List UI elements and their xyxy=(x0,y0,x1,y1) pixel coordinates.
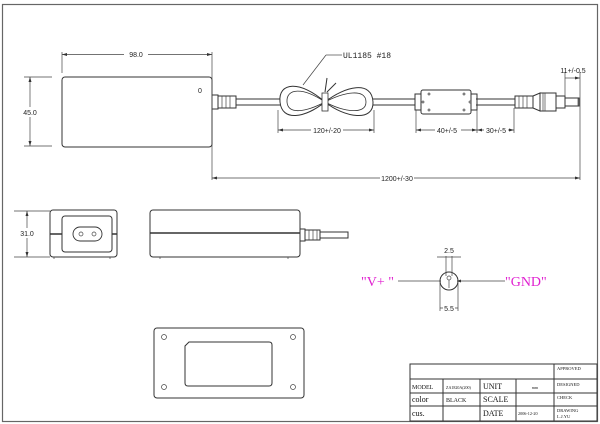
model-value: ZA1820A(200) xyxy=(446,385,472,390)
dimension-ferrite: 40+/-5 30+/-5 xyxy=(415,108,515,135)
dim-label-top-width: 98.0 xyxy=(129,52,143,59)
dc-plug xyxy=(514,92,580,112)
dim-label-top-height: 45.0 xyxy=(23,110,37,117)
cable-spec-label: UL1185 #18 xyxy=(343,52,391,61)
adapter-bottom-view xyxy=(153,327,305,399)
c8-socket-icon xyxy=(72,226,103,242)
dimension-cable-loop: 120+/-20 xyxy=(277,110,375,135)
dimension-side-height: 31.0 xyxy=(14,210,50,258)
dim-label-plug-inner: 2.5 xyxy=(444,248,454,255)
dim-label-cable-total: 1200+/-30 xyxy=(381,176,413,183)
drawing-value: L.J.YU xyxy=(557,414,571,419)
drawing-frame xyxy=(1,3,599,423)
customer-label: cus. xyxy=(412,409,425,418)
dim-label-ferrite-offset: 30+/-5 xyxy=(486,128,506,135)
cable-callout: UL1185 #18 xyxy=(302,52,391,86)
dim-label-side-height: 31.0 xyxy=(20,231,34,238)
plug-polarity-diagram: 2.5 5.5 "V+ " "GND" xyxy=(361,248,547,313)
color-value: BLACK xyxy=(446,398,467,404)
dim-label-cable-loop: 120+/-20 xyxy=(313,128,341,135)
approved-label: APPROVED xyxy=(557,366,582,371)
dimension-plug: 11+/-0.5 xyxy=(560,68,586,180)
date-value: 2006-12-20 xyxy=(518,411,538,416)
polarity-positive-label: "V+ " xyxy=(361,275,394,290)
model-label: MODEL xyxy=(412,385,434,391)
unit-value: mm xyxy=(532,385,539,390)
dim-label-plug-length: 11+/-0.5 xyxy=(560,68,585,75)
title-block: APPROVED MODEL ZA1820A(200) UNIT mm DESI… xyxy=(409,363,598,422)
adapter-top-view: 0 xyxy=(61,76,237,148)
dimension-top-height: 45.0 xyxy=(22,76,52,147)
dimension-cable-total: 1200+/-30 xyxy=(212,174,580,183)
led-indicator: 0 xyxy=(198,88,202,95)
check-label: CHECK xyxy=(557,395,573,400)
dimension-top-width: 98.0 xyxy=(61,50,213,180)
dim-label-plug-outer: 5.5 xyxy=(444,306,454,313)
unit-label: UNIT xyxy=(483,382,502,391)
ferrite-core xyxy=(414,89,478,115)
scale-label: SCALE xyxy=(483,395,508,404)
adapter-end-view xyxy=(49,209,118,259)
date-label: DATE xyxy=(483,409,504,418)
dc-cable xyxy=(236,77,515,116)
dim-label-ferrite-length: 40+/-5 xyxy=(437,128,457,135)
designed-label: DESIGNED xyxy=(557,382,580,387)
drawing-label: DRAWING xyxy=(557,408,579,413)
color-label: color xyxy=(412,395,429,404)
adapter-side-view xyxy=(149,209,349,259)
polarity-ground-label: "GND" xyxy=(505,275,547,290)
